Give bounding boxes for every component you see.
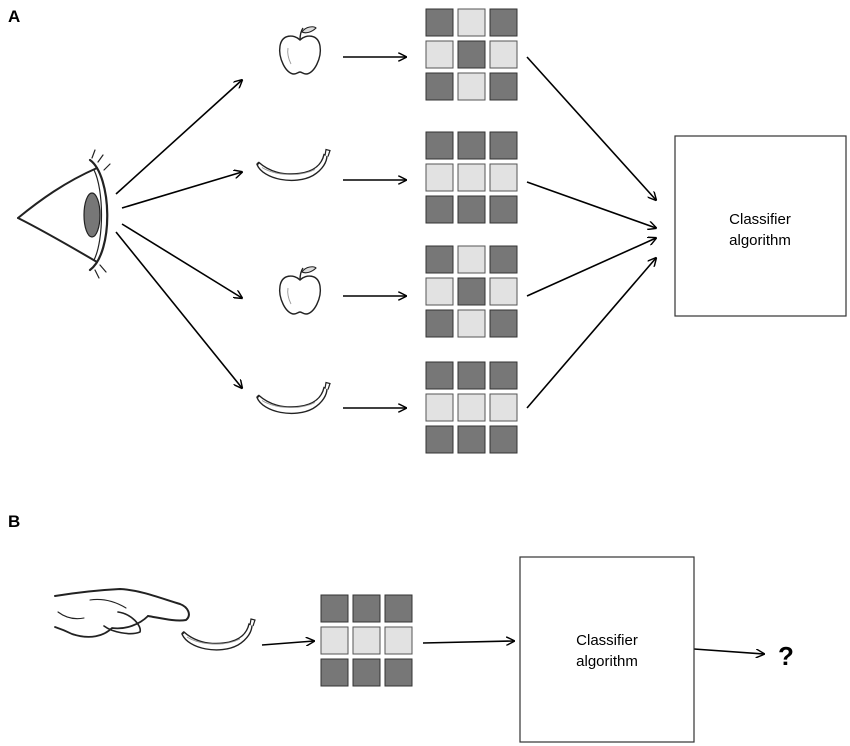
grid-cell-light — [489, 163, 518, 192]
arrow — [693, 648, 764, 654]
grid-cell-dark — [489, 425, 518, 454]
arrow — [526, 181, 656, 228]
grid-cell-dark — [425, 72, 454, 101]
arrow — [261, 641, 314, 645]
banana-icon — [255, 148, 332, 182]
grid-cell-dark — [425, 361, 454, 390]
grid-cell-light — [352, 626, 381, 655]
classifier-box-a: Classifier algorithm — [674, 135, 847, 317]
grid-cell-dark — [320, 594, 349, 623]
grid-cell-light — [489, 393, 518, 422]
banana-icon — [180, 617, 257, 652]
grid-cell-light — [457, 245, 486, 274]
grid-cell-dark — [425, 131, 454, 160]
arrow — [422, 641, 514, 643]
grid-cell-dark — [489, 8, 518, 37]
grid-cell-light — [425, 393, 454, 422]
hand-icon — [54, 588, 190, 638]
arrow — [115, 231, 242, 388]
grid-cell-dark — [457, 40, 486, 69]
grid-cell-dark — [384, 594, 413, 623]
arrow — [121, 223, 242, 298]
grid-cell-dark — [489, 361, 518, 390]
banana-icon — [255, 381, 332, 415]
grid-cell-light — [489, 277, 518, 306]
classifier-label-line1: Classifier — [576, 632, 638, 649]
arrow — [526, 258, 656, 409]
grid-cell-dark — [457, 361, 486, 390]
arrow — [115, 80, 242, 195]
arrow — [526, 56, 656, 200]
grid-cell-dark — [489, 72, 518, 101]
arrows-panel-b — [261, 641, 764, 654]
arrow — [121, 172, 242, 209]
grid-cell-dark — [489, 195, 518, 224]
output-question-mark: ? — [778, 641, 794, 671]
grid-cell-light — [457, 8, 486, 37]
grid-cell-dark — [425, 195, 454, 224]
grid-cell-dark — [352, 658, 381, 687]
classifier-box-b: Classifier algorithm — [519, 556, 695, 743]
grid-cell-light — [425, 40, 454, 69]
grid-cell-dark — [384, 658, 413, 687]
grid-cell-light — [457, 163, 486, 192]
grid-cell-dark — [457, 425, 486, 454]
grid-cell-dark — [425, 309, 454, 338]
grid-cell-dark — [489, 309, 518, 338]
grid-cell-light — [457, 309, 486, 338]
eye-icon — [17, 149, 111, 279]
grid-cell-light — [457, 72, 486, 101]
feature-grid-apple — [425, 245, 518, 338]
grid-cell-light — [425, 277, 454, 306]
grid-cell-dark — [457, 277, 486, 306]
grid-cell-dark — [489, 131, 518, 160]
classifier-label-line1: Classifier — [729, 211, 791, 228]
apple-icon — [278, 266, 322, 315]
grid-cell-light — [384, 626, 413, 655]
grid-cell-dark — [425, 425, 454, 454]
classifier-label-line2: algorithm — [576, 653, 638, 670]
feature-grids — [320, 8, 518, 687]
panel-label-a: A — [8, 7, 20, 26]
classifier-label-line2: algorithm — [729, 232, 791, 249]
feature-grid-apple — [425, 8, 518, 101]
feature-grid-banana — [320, 594, 413, 687]
apple-icon — [278, 26, 322, 75]
panel-label-b: B — [8, 512, 20, 531]
grid-cell-light — [425, 163, 454, 192]
grid-cell-dark — [425, 245, 454, 274]
grid-cell-light — [489, 40, 518, 69]
grid-cell-dark — [457, 195, 486, 224]
arrows-panel-a — [115, 56, 656, 409]
grid-cell-light — [320, 626, 349, 655]
arrow — [526, 238, 656, 297]
grid-cell-light — [457, 393, 486, 422]
feature-grid-banana — [425, 131, 518, 224]
grid-cell-dark — [489, 245, 518, 274]
grid-cell-dark — [457, 131, 486, 160]
grid-cell-dark — [425, 8, 454, 37]
grid-cell-dark — [352, 594, 381, 623]
feature-grid-banana — [425, 361, 518, 454]
grid-cell-dark — [320, 658, 349, 687]
